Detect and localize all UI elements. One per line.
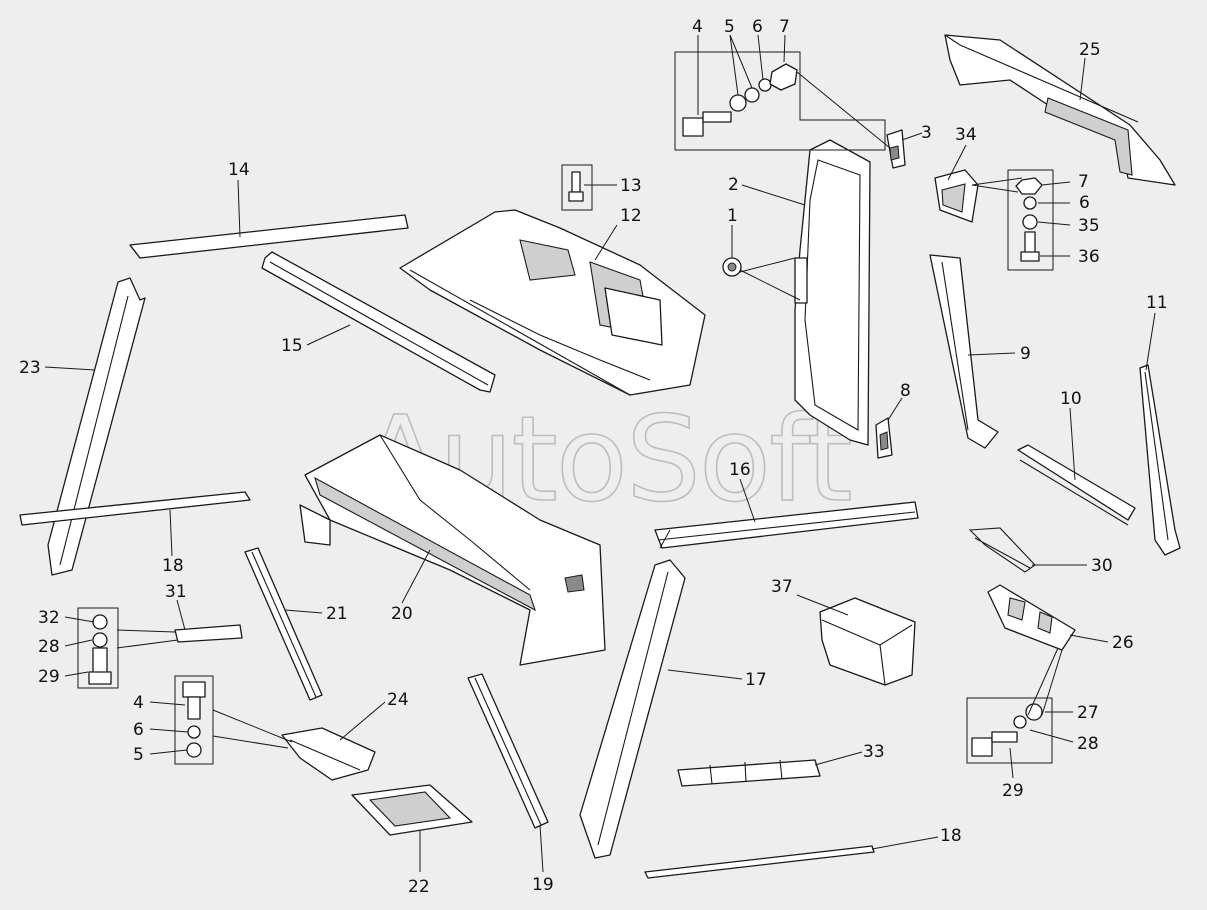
callout-7: 7 [1078, 172, 1089, 192]
callout-26: 26 [1112, 633, 1134, 653]
part-14-rail [129, 214, 409, 259]
callout-16: 16 [729, 460, 751, 480]
callout-12: 12 [620, 206, 642, 226]
part-13-bolt [561, 164, 593, 211]
callout-3: 3 [921, 123, 932, 143]
part-25-duct [944, 34, 1176, 186]
part-34-box [934, 169, 979, 223]
part-23-pillar [47, 277, 146, 576]
callout-14: 14 [228, 160, 250, 180]
callout-29: 29 [1002, 781, 1024, 801]
hardware-group-top [674, 51, 886, 151]
callout-6: 6 [133, 720, 144, 740]
callout-6: 6 [752, 17, 763, 37]
callout-7: 7 [779, 17, 790, 37]
callout-25: 25 [1079, 40, 1101, 60]
callout-6: 6 [1079, 193, 1090, 213]
part-9-pillar [929, 254, 999, 449]
callout-30: 30 [1091, 556, 1113, 576]
part-12-panel-assembly [399, 209, 706, 396]
callout-5: 5 [724, 17, 735, 37]
part-8-bracket [875, 417, 893, 459]
hardware-group-bottom-right [966, 697, 1053, 764]
callout-2: 2 [728, 175, 739, 195]
callout-37: 37 [771, 577, 793, 597]
part-30-clip [968, 527, 1036, 573]
part-33-rail [677, 759, 821, 787]
callout-11: 11 [1146, 293, 1168, 313]
part-26-bracket [987, 584, 1076, 651]
part-20-console [299, 434, 606, 666]
callout-18: 18 [940, 826, 962, 846]
part-16-rail [654, 501, 919, 549]
leader-lines [44, 34, 1156, 873]
callout-5: 5 [133, 745, 144, 765]
part-15-rail [261, 251, 496, 393]
part-37-bin [819, 597, 916, 686]
hardware-group-bottom-left [174, 675, 214, 765]
part-10-rail [1017, 444, 1136, 526]
callout-34: 34 [955, 125, 977, 145]
callout-27: 27 [1077, 703, 1099, 723]
hardware-group-right [1007, 169, 1054, 271]
part-22-plate [351, 784, 473, 836]
callout-31: 31 [165, 582, 187, 602]
callout-1: 1 [727, 206, 738, 226]
callout-23: 23 [19, 358, 41, 378]
callout-28: 28 [1077, 734, 1099, 754]
callout-10: 10 [1060, 389, 1082, 409]
callout-35: 35 [1078, 216, 1100, 236]
part-2-panel [794, 139, 871, 446]
callout-33: 33 [863, 742, 885, 762]
callout-13: 13 [620, 176, 642, 196]
part-24-bracket [281, 727, 376, 781]
callout-21: 21 [326, 604, 348, 624]
callout-4: 4 [133, 693, 144, 713]
part-3-bracket [886, 129, 906, 169]
part-19-strip [467, 673, 549, 829]
callout-19: 19 [532, 875, 554, 895]
callout-28: 28 [38, 637, 60, 657]
callout-15: 15 [281, 336, 303, 356]
callout-32: 32 [38, 608, 60, 628]
callout-8: 8 [900, 381, 911, 401]
callout-18: 18 [162, 556, 184, 576]
callout-numbers: 4 5 6 7 3 2 1 8 34 7 6 35 36 25 9 10 11 … [19, 17, 1168, 897]
callout-36: 36 [1078, 247, 1100, 267]
part-11-pillar [1139, 364, 1181, 556]
callout-17: 17 [745, 670, 767, 690]
callout-20: 20 [391, 604, 413, 624]
part-18-rail-left [19, 491, 251, 526]
callout-22: 22 [408, 877, 430, 897]
hardware-group-left [77, 607, 119, 689]
part-18-rail-bottom [644, 845, 875, 879]
part-17-pillar [579, 559, 686, 859]
callout-9: 9 [1020, 344, 1031, 364]
callout-4: 4 [692, 17, 703, 37]
part-31-plate [174, 624, 243, 643]
callout-29: 29 [38, 667, 60, 687]
callout-24: 24 [387, 690, 409, 710]
part-21-strip [244, 547, 323, 701]
part-1-nut [722, 257, 742, 277]
